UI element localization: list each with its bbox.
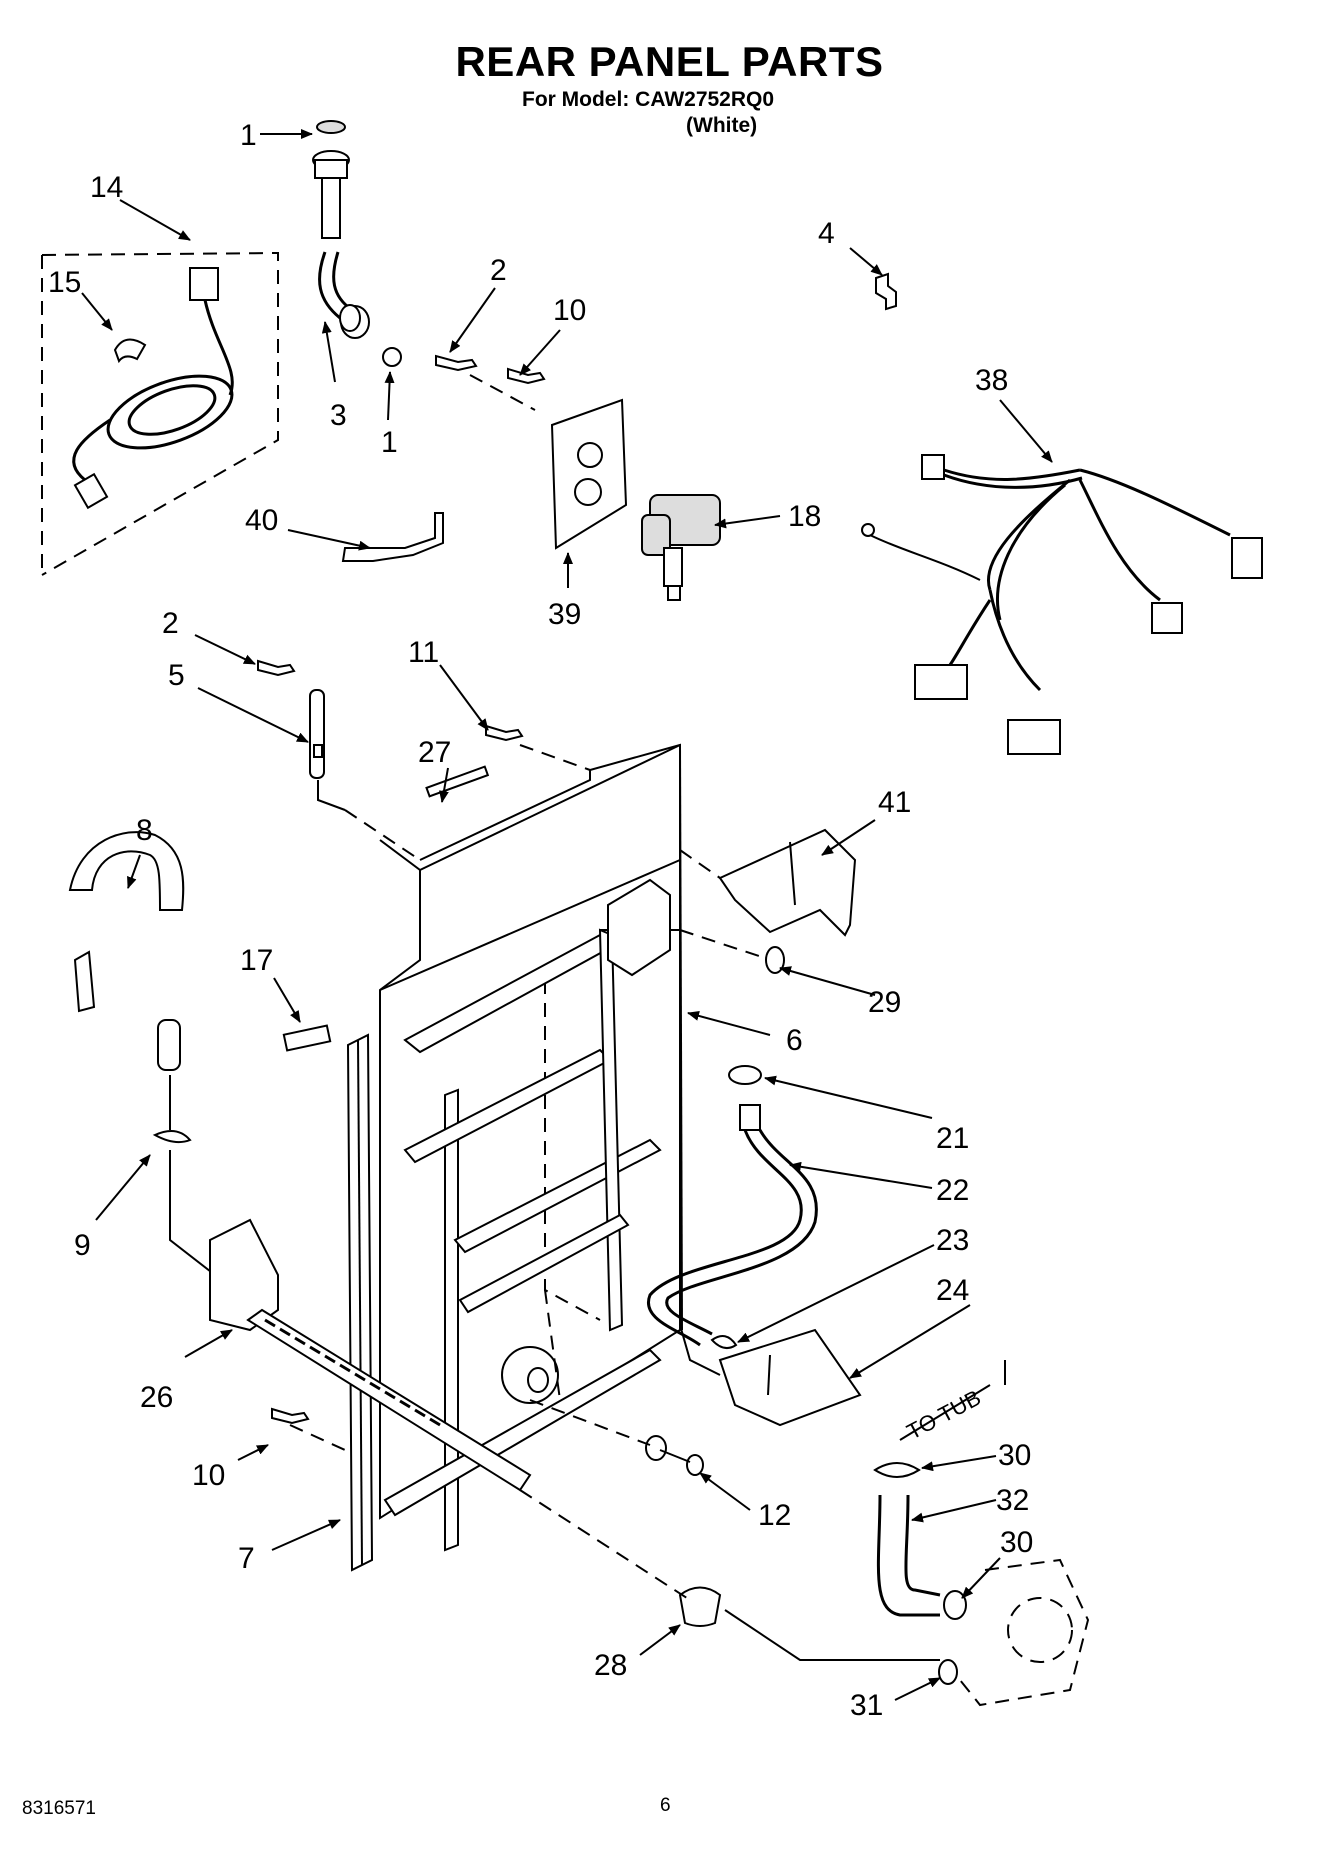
plug-12 [645,1435,704,1476]
side-rail-7 [346,1033,374,1572]
callout-40: 40 [245,504,278,537]
pump-hose-assembly [679,1324,1090,1707]
callout-4: 4 [818,217,835,250]
callout-24: 24 [936,1274,969,1307]
callout-30-lower: 30 [1000,1526,1033,1559]
callout-15: 15 [48,266,81,299]
inlet-hose-assembly [312,120,402,367]
callout-38: 38 [975,364,1008,397]
bracket-39 [550,398,628,550]
callout-3: 3 [330,399,347,432]
model-line: For Model: CAW2752RQ0 [522,88,775,111]
callout-31: 31 [850,1689,883,1722]
callout-1: 1 [240,119,257,152]
callout-22: 22 [936,1174,969,1207]
hose-22 [646,1065,818,1350]
water-valve-18 [641,494,721,601]
callout-28: 28 [594,1649,627,1682]
callout-10: 10 [553,294,586,327]
to-tub-label: TO TUB [903,1385,985,1445]
strip-27 [425,765,490,798]
power-cord-kit [41,251,279,576]
leader-arrows [81,129,1053,1701]
callout-32: 32 [996,1484,1029,1517]
wire-harness-38 [861,454,1263,755]
callout-11: 11 [408,636,439,669]
callout-29: 29 [868,986,901,1019]
callout-7: 7 [238,1542,255,1575]
connection-lines [289,744,940,1661]
screw-10-lower [271,1407,310,1425]
callout-1-lower: 1 [381,426,398,459]
clamp-5 [257,659,346,811]
callout-30: 30 [998,1439,1031,1472]
callout-39: 39 [548,598,581,631]
callout-41: 41 [878,786,911,819]
callout-9: 9 [74,1229,91,1262]
callout-23: 23 [936,1224,969,1257]
screws-top [435,354,546,411]
callout-2-mid: 2 [162,607,179,640]
page-number: 6 [660,1795,671,1816]
color-note: (White) [686,114,758,137]
callout-14: 14 [90,171,123,204]
callout-27: 27 [418,736,451,769]
callout-8: 8 [136,814,153,847]
bracket-40 [341,512,444,562]
bracket-26 [209,1218,532,1492]
callout-12: 12 [758,1499,791,1532]
clip-4 [875,272,897,311]
bracket-24 [718,1328,862,1427]
callout-5: 5 [168,659,185,692]
callout-2: 2 [490,254,507,287]
clamp-28 [678,1586,722,1627]
callout-labels: 1 14 15 2 10 4 3 1 38 40 18 39 2 5 11 27… [48,119,1033,1722]
bracket-17 [282,1024,332,1052]
drain-hose-8 [68,831,216,1276]
callout-17: 17 [240,944,273,977]
callout-21: 21 [936,1122,969,1155]
callout-26: 26 [140,1381,173,1414]
callout-6: 6 [786,1024,803,1057]
document-number: 8316571 [22,1798,96,1819]
page-title: REAR PANEL PARTS [455,38,884,85]
callout-10-lower: 10 [192,1459,225,1492]
screw-11 [485,724,524,742]
bracket-41 [718,828,857,937]
callout-18: 18 [788,500,821,533]
